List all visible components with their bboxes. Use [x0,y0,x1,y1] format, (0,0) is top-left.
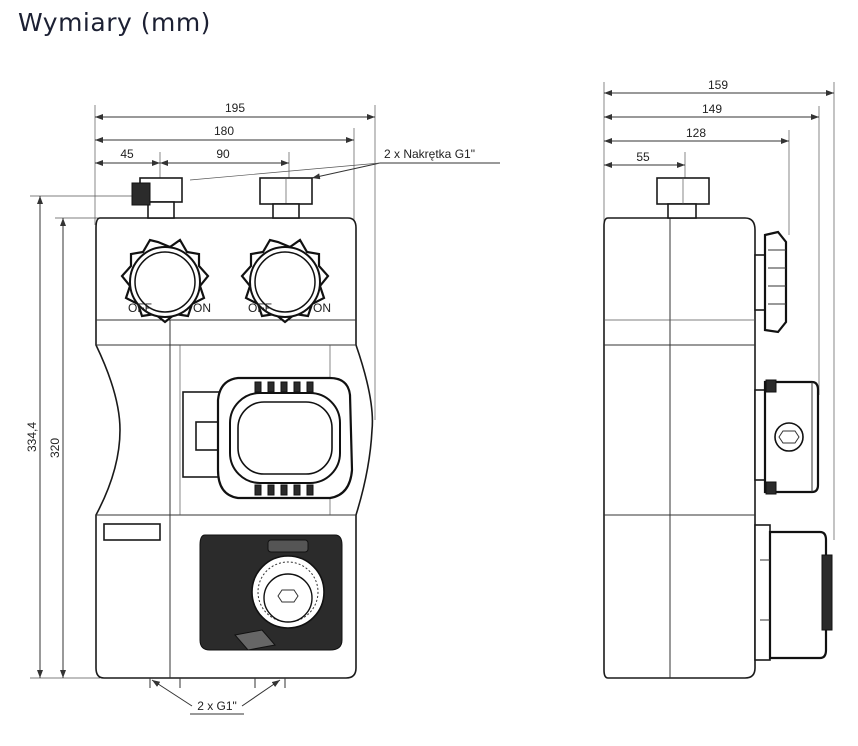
dim-159: 159 [603,78,835,540]
side-knob [754,230,788,334]
side-housing [603,217,756,679]
side-top-fitting [656,177,710,219]
side-actuator [754,524,833,661]
bottom-label: 2 x G1" [197,699,237,713]
dim-180: 180 [95,124,355,222]
pump [182,376,354,500]
dim-149: 149 [604,102,820,395]
dim-45-90: 45 90 [95,147,290,185]
left-knob-off: OFF [128,301,152,315]
pump-fins [254,381,314,496]
dim-45-label: 45 [120,147,134,161]
dim-128-label: 128 [686,126,706,140]
front-view: 195 180 45 90 2 x Nakrętka G1" [25,101,500,715]
dim-159-label: 159 [708,78,728,92]
nut-callout: 2 x Nakrętka G1" [189,147,500,181]
dim-55-label: 55 [636,150,650,164]
dim-320-label: 320 [48,438,62,458]
left-knob-on: ON [193,301,211,315]
left-fitting [131,177,183,219]
nut-label: 2 x Nakrętka G1" [384,147,475,161]
right-knob-off: OFF [248,301,272,315]
page-title: Wymiary (mm) [18,8,211,37]
dim-90-label: 90 [216,147,230,161]
right-fitting [259,177,313,219]
label-slot [103,523,161,541]
dim-195: 195 [94,101,376,420]
mixing-actuator [199,534,343,651]
left-valve-knob: OFF ON [120,238,211,324]
dim-55: 55 [604,150,686,180]
dim-149-label: 149 [702,102,722,116]
right-knob-on: ON [313,301,331,315]
side-view: 159 149 128 55 [603,78,835,679]
right-valve-knob: OFF ON [240,238,331,324]
dim-195-label: 195 [225,101,245,115]
dim-vertical: 334,4 320 [25,195,140,679]
dim-334-label: 334,4 [25,422,39,452]
side-pump [754,379,820,495]
bottom-outlets: 2 x G1" [149,678,286,715]
dim-180-label: 180 [214,124,234,138]
dim-128: 128 [604,126,790,235]
